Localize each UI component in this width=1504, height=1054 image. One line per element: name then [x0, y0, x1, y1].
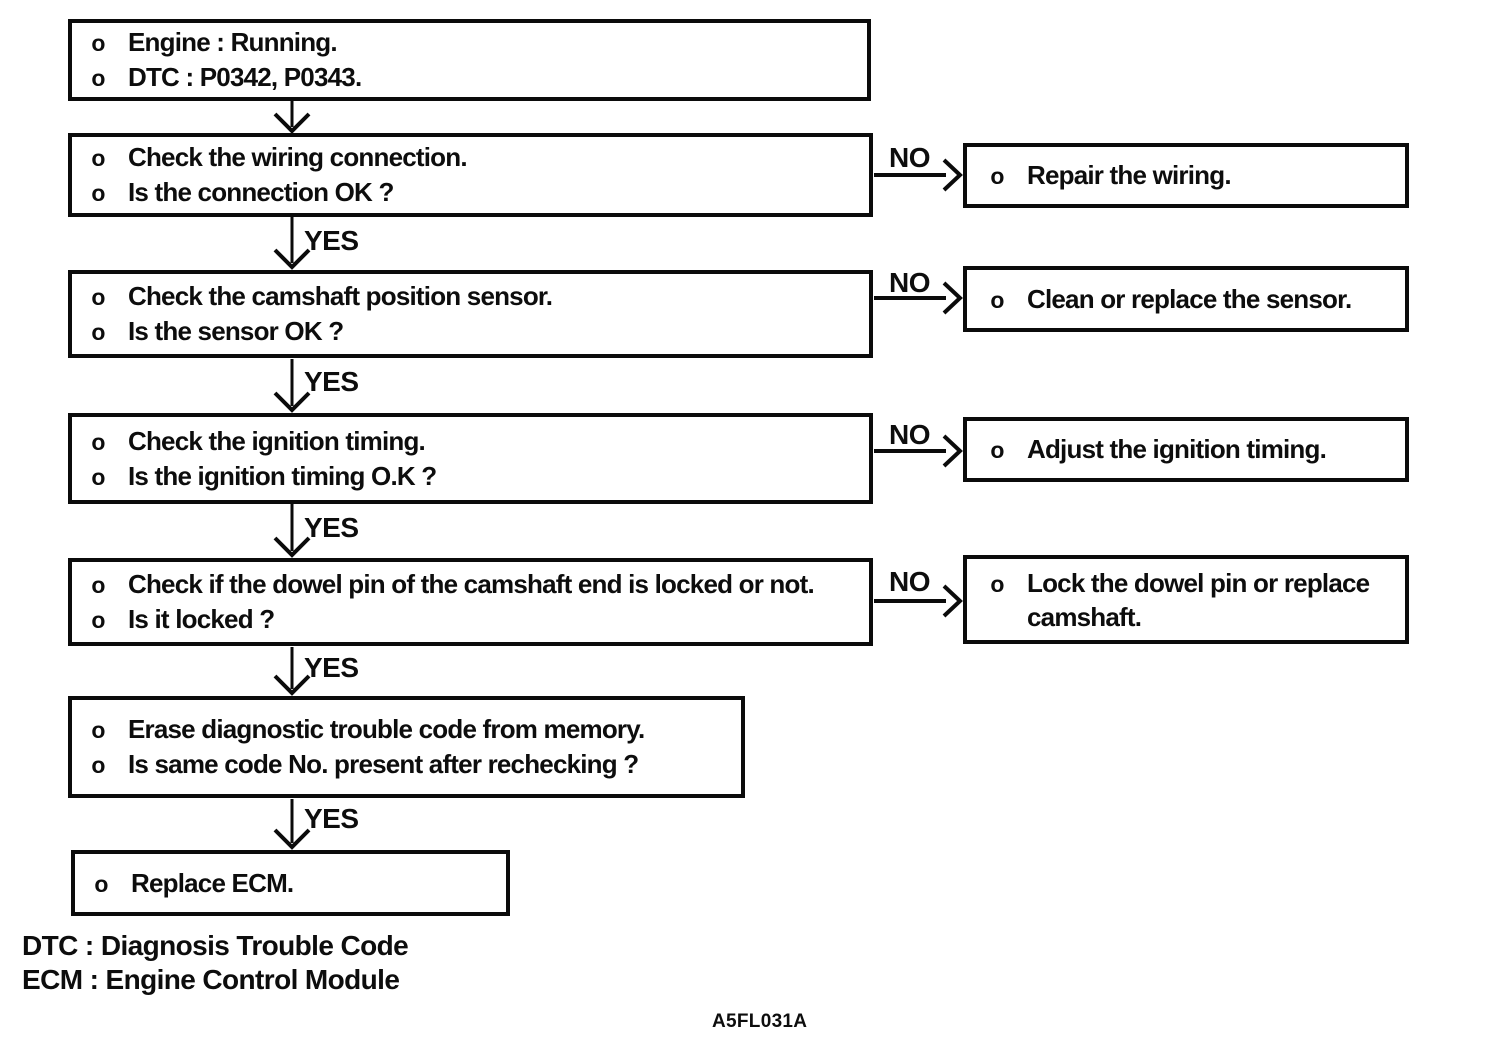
bullet-icon: o: [91, 572, 105, 598]
bullet-icon: o: [91, 752, 105, 778]
step-line: o Replace ECM.: [91, 866, 506, 901]
step-box-replace-ecm: o Replace ECM.: [71, 850, 510, 916]
yes-label: YES: [304, 803, 359, 834]
action-text: Lock the dowel pin or replace camshaft.: [1027, 566, 1370, 634]
bullet-icon: o: [91, 30, 105, 56]
action-box-lock-dowel-pin: o Lock the dowel pin or replace camshaft…: [963, 555, 1409, 644]
bullet-icon: o: [91, 145, 105, 171]
bullet-icon: o: [91, 319, 105, 345]
step-check-text: Check the ignition timing.: [128, 425, 426, 456]
legend-dtc: DTC : Diagnosis Trouble Code: [22, 930, 409, 961]
yes-label: YES: [304, 652, 359, 683]
action-line: o Repair the wiring.: [987, 158, 1405, 193]
yes-label: YES: [304, 512, 359, 543]
bullet-icon: o: [91, 607, 105, 633]
bullet-icon: o: [990, 286, 1004, 313]
action-line: o Adjust the ignition timing.: [987, 432, 1405, 467]
action-text: Clean or replace the sensor.: [1027, 283, 1352, 314]
step-check-text: Check the camshaft position sensor.: [128, 281, 553, 311]
step-action-text: Replace ECM.: [131, 867, 294, 898]
bullet-icon: o: [990, 570, 1004, 597]
legend-ecm: ECM : Engine Control Module: [22, 964, 400, 995]
step-question-text: Is same code No. present after recheckin…: [128, 749, 639, 779]
step-box-erase-code: o Erase diagnostic trouble code from mem…: [68, 696, 745, 798]
bullet-icon: o: [91, 428, 105, 455]
action-line: o Lock the dowel pin or replace camshaft…: [987, 566, 1405, 634]
bullet-icon: o: [91, 180, 105, 206]
step-line: o Check the camshaft position sensor.: [88, 279, 869, 314]
step-line: o Is the ignition timing O.K ?: [88, 459, 869, 494]
step-question-text: Is the sensor OK ?: [128, 316, 344, 346]
yes-label: YES: [304, 225, 359, 256]
action-box-clean-sensor: o Clean or replace the sensor.: [963, 266, 1409, 332]
no-label: NO: [889, 267, 931, 298]
step-check-text: Check the wiring connection.: [128, 142, 468, 172]
bullet-icon: o: [990, 437, 1004, 463]
action-box-repair-wiring: o Repair the wiring.: [963, 143, 1409, 208]
bullet-icon: o: [91, 65, 105, 91]
no-label: NO: [889, 419, 931, 450]
no-label: NO: [889, 566, 931, 597]
step-box-check-wiring: o Check the wiring connection. o Is the …: [68, 133, 873, 217]
action-box-adjust-timing: o Adjust the ignition timing.: [963, 417, 1409, 482]
step-line: o Check if the dowel pin of the camshaft…: [88, 567, 869, 602]
bullet-icon: o: [91, 717, 105, 743]
step-line: o Is the connection OK ?: [88, 175, 869, 210]
start-box: o Engine : Running. o DTC : P0342, P0343…: [68, 19, 871, 101]
step-question-text: Is the connection OK ?: [128, 177, 394, 207]
step-check-text: Erase diagnostic trouble code from memor…: [128, 714, 645, 744]
start-condition-engine: Engine : Running.: [128, 27, 338, 57]
action-text-line: camshaft.: [1027, 601, 1142, 632]
step-line: o Is the sensor OK ?: [88, 314, 869, 349]
step-box-check-ignition-timing: o Check the ignition timing. o Is the ig…: [68, 413, 873, 504]
step-box-check-dowel-pin: o Check if the dowel pin of the camshaft…: [68, 558, 873, 646]
action-text: Repair the wiring.: [1027, 160, 1232, 190]
action-line: o Clean or replace the sensor.: [987, 282, 1405, 317]
step-box-check-sensor: o Check the camshaft position sensor. o …: [68, 270, 873, 358]
step-line: o Is it locked ?: [88, 602, 869, 637]
bullet-icon: o: [91, 463, 105, 490]
bullet-icon: o: [990, 163, 1004, 189]
step-question-text: Is the ignition timing O.K ?: [128, 460, 437, 491]
action-text: Adjust the ignition timing.: [1027, 434, 1327, 464]
no-label: NO: [889, 142, 931, 173]
action-text-line: Lock the dowel pin or replace: [1027, 567, 1370, 598]
step-line: o Check the ignition timing.: [88, 424, 869, 459]
bullet-icon: o: [91, 284, 105, 310]
yes-label: YES: [304, 366, 359, 397]
bullet-icon: o: [94, 870, 108, 897]
step-line: o Check the wiring connection.: [88, 140, 869, 175]
step-line: o Erase diagnostic trouble code from mem…: [88, 712, 741, 747]
step-line: o Is same code No. present after recheck…: [88, 747, 741, 782]
figure-code: A5FL031A: [712, 1011, 808, 1032]
legend: DTC : Diagnosis Trouble Code ECM : Engin…: [22, 929, 409, 997]
start-line: o Engine : Running.: [88, 25, 867, 60]
start-line: o DTC : P0342, P0343.: [88, 60, 867, 95]
step-question-text: Is it locked ?: [128, 604, 275, 634]
step-check-text: Check if the dowel pin of the camshaft e…: [128, 569, 815, 599]
start-condition-dtc: DTC : P0342, P0343.: [128, 62, 362, 92]
